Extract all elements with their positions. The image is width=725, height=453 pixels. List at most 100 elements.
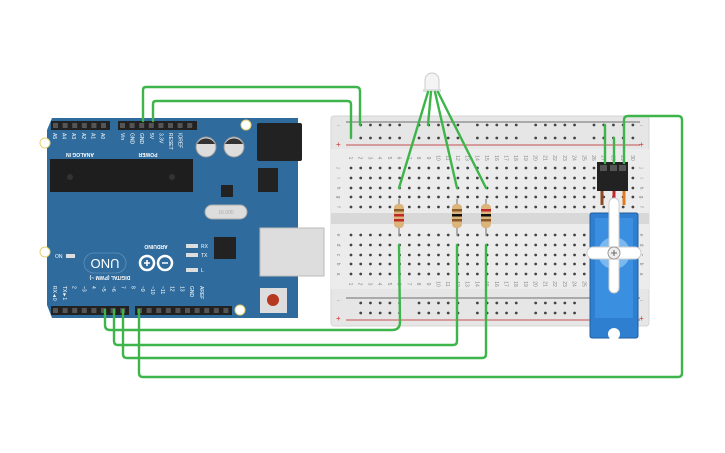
breadboard-hole[interactable] — [437, 176, 440, 180]
breadboard-hole[interactable] — [573, 176, 576, 180]
header-pin[interactable] — [185, 308, 190, 313]
rail-hole[interactable] — [437, 301, 440, 305]
breadboard-hole[interactable] — [369, 176, 372, 180]
breadboard-hole[interactable] — [524, 233, 528, 237]
breadboard-hole[interactable] — [553, 272, 557, 276]
rail-hole[interactable] — [369, 301, 372, 305]
breadboard-hole[interactable] — [495, 262, 499, 266]
breadboard-hole[interactable] — [349, 253, 353, 257]
rail-hole[interactable] — [553, 311, 557, 315]
breadboard-hole[interactable] — [563, 176, 567, 180]
breadboard-hole[interactable] — [505, 262, 508, 266]
breadboard-hole[interactable] — [407, 176, 411, 180]
breadboard-hole[interactable] — [563, 253, 567, 257]
rail-hole[interactable] — [544, 123, 547, 127]
rail-hole[interactable] — [369, 136, 372, 140]
breadboard-hole[interactable] — [475, 233, 479, 237]
breadboard-hole[interactable] — [369, 195, 372, 199]
led-leg-green[interactable] — [433, 90, 459, 190]
rail-hole[interactable] — [388, 301, 392, 305]
breadboard-hole[interactable] — [505, 205, 508, 209]
breadboard-hole[interactable] — [466, 272, 470, 276]
breadboard-hole[interactable] — [582, 272, 586, 276]
rail-hole[interactable] — [495, 311, 499, 315]
rail-hole[interactable] — [378, 123, 382, 127]
breadboard-hole[interactable] — [378, 186, 382, 190]
breadboard-hole[interactable] — [427, 186, 431, 190]
rail-hole[interactable] — [359, 301, 363, 305]
breadboard-hole[interactable] — [417, 176, 421, 180]
breadboard-hole[interactable] — [514, 233, 518, 237]
breadboard-hole[interactable] — [417, 186, 421, 190]
header-pin[interactable] — [120, 123, 125, 128]
header-pin[interactable] — [156, 308, 162, 313]
breadboard-hole[interactable] — [359, 272, 363, 276]
breadboard-hole[interactable] — [417, 243, 421, 247]
breadboard-hole[interactable] — [446, 186, 450, 190]
header-pin[interactable] — [72, 123, 78, 128]
breadboard-hole[interactable] — [407, 195, 411, 199]
breadboard-hole[interactable] — [592, 166, 596, 170]
breadboard-hole[interactable] — [398, 176, 401, 180]
breadboard-hole[interactable] — [466, 186, 470, 190]
breadboard-hole[interactable] — [388, 166, 392, 170]
breadboard-hole[interactable] — [582, 243, 586, 247]
header-pin[interactable] — [223, 308, 229, 313]
breadboard-hole[interactable] — [359, 243, 363, 247]
header-pin[interactable] — [129, 123, 135, 128]
breadboard-hole[interactable] — [427, 272, 431, 276]
led-leg-red[interactable] — [397, 90, 430, 190]
rail-hole[interactable] — [573, 123, 576, 127]
breadboard-hole[interactable] — [446, 253, 450, 257]
breadboard-hole[interactable] — [388, 272, 392, 276]
breadboard-hole[interactable] — [388, 205, 392, 209]
breadboard-hole[interactable] — [592, 186, 596, 190]
breadboard-hole[interactable] — [349, 176, 353, 180]
header-pin[interactable] — [91, 123, 97, 128]
breadboard-hole[interactable] — [573, 195, 576, 199]
led-leg-blue[interactable] — [436, 90, 488, 190]
breadboard-hole[interactable] — [495, 176, 499, 180]
rail-hole[interactable] — [553, 136, 557, 140]
rail-hole[interactable] — [514, 136, 518, 140]
rail-hole[interactable] — [359, 311, 363, 315]
breadboard-hole[interactable] — [398, 166, 401, 170]
breadboard-hole[interactable] — [369, 262, 372, 266]
rail-hole[interactable] — [485, 136, 489, 140]
breadboard-hole[interactable] — [602, 205, 606, 209]
breadboard-hole[interactable] — [582, 186, 586, 190]
breadboard-hole[interactable] — [407, 272, 411, 276]
breadboard-hole[interactable] — [407, 243, 411, 247]
rail-hole[interactable] — [475, 311, 479, 315]
resistor[interactable] — [481, 199, 491, 236]
rail-hole[interactable] — [475, 123, 479, 127]
breadboard-hole[interactable] — [369, 253, 372, 257]
header-pin[interactable] — [81, 308, 87, 313]
rail-hole[interactable] — [359, 136, 363, 140]
rail-hole[interactable] — [398, 136, 401, 140]
breadboard-hole[interactable] — [553, 195, 557, 199]
servo-horn[interactable] — [608, 197, 620, 294]
breadboard-hole[interactable] — [621, 205, 625, 209]
breadboard-hole[interactable] — [485, 166, 489, 170]
breadboard-hole[interactable] — [466, 166, 470, 170]
header-pin[interactable] — [101, 308, 106, 313]
breadboard-hole[interactable] — [553, 262, 557, 266]
breadboard-hole[interactable] — [378, 195, 382, 199]
breadboard-hole[interactable] — [417, 233, 421, 237]
breadboard-hole[interactable] — [544, 262, 547, 266]
breadboard-hole[interactable] — [417, 262, 421, 266]
breadboard-hole[interactable] — [534, 262, 538, 266]
breadboard-hole[interactable] — [359, 195, 363, 199]
breadboard-hole[interactable] — [437, 253, 440, 257]
breadboard-hole[interactable] — [427, 262, 431, 266]
breadboard-hole[interactable] — [514, 166, 518, 170]
breadboard-hole[interactable] — [505, 272, 508, 276]
breadboard-hole[interactable] — [369, 166, 372, 170]
digital-header-high[interactable] — [135, 306, 232, 315]
rail-hole[interactable] — [437, 311, 440, 315]
breadboard-hole[interactable] — [495, 243, 499, 247]
breadboard-hole[interactable] — [466, 262, 470, 266]
header-pin[interactable] — [194, 308, 200, 313]
breadboard-hole[interactable] — [417, 166, 421, 170]
